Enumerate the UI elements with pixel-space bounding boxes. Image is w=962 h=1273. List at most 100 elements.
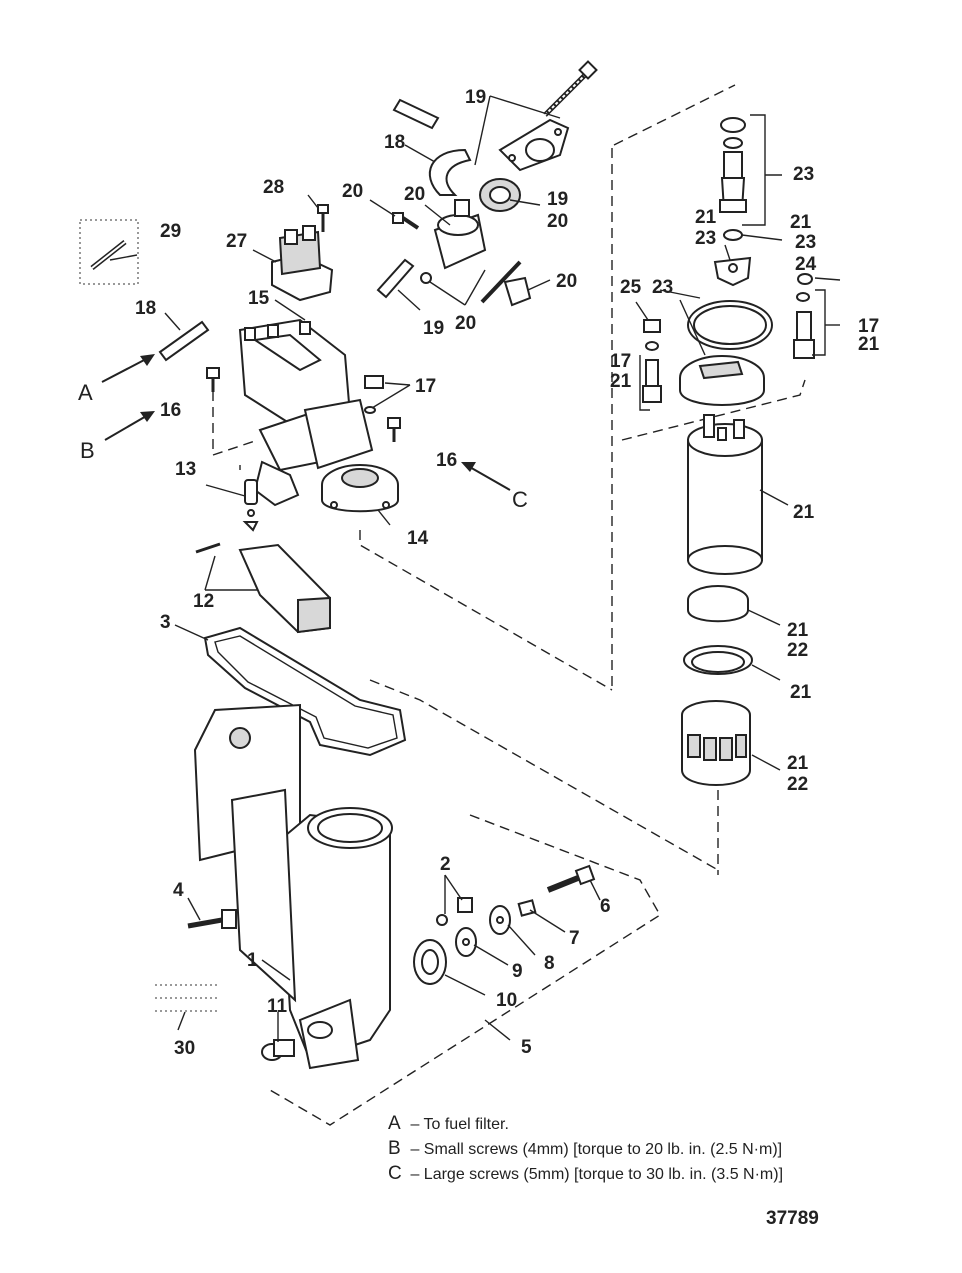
part-23-seal: [687, 300, 773, 350]
part-19-bolt: [543, 60, 598, 117]
callout-21-oring: 21: [790, 212, 812, 233]
part-3-gasket: [203, 626, 407, 757]
part-16-screw-left: [206, 367, 220, 392]
callout-21-adapter: 21: [695, 207, 717, 228]
part-10-grommet: [413, 939, 447, 985]
arrow-c: C: [461, 462, 528, 512]
callout-23-adapter: 23: [695, 228, 716, 249]
callout-10: 10: [496, 990, 517, 1011]
part-12-float: [195, 542, 331, 634]
callout-12: 12: [193, 591, 214, 612]
part-13-jet: [242, 479, 259, 532]
callout-19-bolt: 19: [465, 87, 486, 108]
part-18-hose-lower: [158, 320, 210, 362]
callout-16-left: 16: [160, 400, 181, 421]
callout-15: 15: [248, 288, 270, 309]
callout-24: 24: [795, 254, 817, 275]
callout-13: 13: [175, 459, 196, 480]
callout-28: 28: [263, 177, 284, 198]
callout-1: 1: [247, 950, 258, 971]
part-8-washer: [489, 905, 511, 935]
callout-16-right: 16: [436, 450, 457, 471]
callout-22-spacer: 22: [787, 640, 808, 661]
part-7-nut: [517, 899, 537, 917]
part-11-plug: [261, 1039, 295, 1061]
part-21-retainer-ring: [683, 645, 753, 675]
part-23-pump-top-plate: [679, 355, 765, 406]
callout-6: 6: [600, 896, 611, 917]
callout-17-left-col: 17: [610, 351, 631, 372]
part-21-pump-spacer: [687, 585, 749, 623]
legend-key-b: B: [388, 1138, 401, 1159]
part-18-hose-upper: [428, 148, 472, 196]
callout-17-fittings: 17: [415, 376, 436, 397]
part-16-screw-right: [387, 417, 401, 442]
arrow-a: A: [78, 354, 155, 405]
part-21-fuel-pump: [687, 414, 763, 575]
arrow-b: B: [80, 411, 155, 463]
callout-20-seal: 20: [547, 211, 568, 232]
callout-20-screw: 20: [342, 181, 363, 202]
part-15-cover: [238, 318, 352, 472]
callout-23-oring: 23: [795, 232, 816, 253]
callout-numbers: 19 18 28 20 20 19 20 29 27 20 15 18 20 1…: [135, 87, 880, 1059]
callout-20-sensor: 20: [556, 271, 577, 292]
callout-3: 3: [160, 612, 171, 633]
diagram-code: 37789: [766, 1208, 819, 1229]
callout-21-spacer: 21: [787, 620, 809, 641]
arrow-a-label: A: [78, 380, 93, 405]
leader-lines: [109, 95, 841, 1042]
part-17-fitting-right: [793, 292, 815, 359]
part-25-nut: [643, 319, 661, 333]
callout-18-lower: 18: [135, 298, 156, 319]
part-14-pump-base: [303, 398, 399, 513]
legend-text-a: – To fuel filter.: [410, 1116, 509, 1133]
legend-key-a: A: [388, 1113, 401, 1134]
assembly-outlines: [79, 84, 806, 1126]
callout-21-right: 21: [858, 334, 880, 355]
legend-text-b: – Small screws (4mm) [torque to 20 lb. i…: [410, 1141, 783, 1158]
arrow-b-label: B: [80, 438, 95, 463]
part-23-oring-top: [720, 117, 746, 149]
callout-7: 7: [569, 928, 580, 949]
part-29-pin: [90, 240, 127, 270]
arrow-c-label: C: [512, 487, 528, 512]
part-19-seal-ring: [479, 178, 521, 212]
callout-8: 8: [544, 953, 555, 974]
legend-row-a: A – To fuel filter.: [388, 1113, 783, 1138]
part-28-screw: [317, 204, 329, 232]
callout-23-fitting: 23: [793, 164, 814, 185]
part-9-washer: [455, 927, 477, 957]
part-19-hose-short: [376, 258, 415, 299]
part-6-bolt: [546, 864, 596, 893]
callout-17-right: 17: [858, 316, 879, 337]
callout-21-ring: 21: [790, 682, 812, 703]
part-23-fitting: [719, 151, 747, 213]
callout-21-pump: 21: [793, 502, 815, 523]
legend-row-c: C – Large screws (5mm) [torque to 30 lb.…: [388, 1163, 783, 1188]
part-23-adapter: [713, 256, 752, 287]
callout-21-filter: 21: [787, 753, 809, 774]
callout-9: 9: [512, 961, 523, 982]
callout-29: 29: [160, 221, 181, 242]
part-20-regulator: [420, 199, 487, 284]
legend-row-b: B – Small screws (4mm) [torque to 20 lb.…: [388, 1138, 783, 1163]
callout-2: 2: [440, 854, 451, 875]
part-17-fitting-left: [364, 375, 384, 414]
legend: A – To fuel filter. B – Small screws (4m…: [388, 1113, 783, 1188]
callout-27: 27: [226, 231, 247, 252]
callout-19-hose: 19: [423, 318, 444, 339]
callout-20-pins: 20: [455, 313, 476, 334]
callout-18-hose: 18: [384, 132, 405, 153]
callout-14: 14: [407, 528, 429, 549]
callout-22-filter: 22: [787, 774, 808, 795]
part-20-sensor: [480, 260, 532, 307]
callout-5: 5: [521, 1037, 532, 1058]
part-2-oring-and-nut: [436, 897, 473, 926]
part-21-filter-screen: [681, 700, 751, 786]
legend-text-c: – Large screws (5mm) [torque to 30 lb. i…: [410, 1166, 784, 1183]
callout-25: 25: [620, 277, 642, 298]
part-23-oring-mid: [723, 229, 743, 241]
part-24-nut: [797, 273, 813, 285]
